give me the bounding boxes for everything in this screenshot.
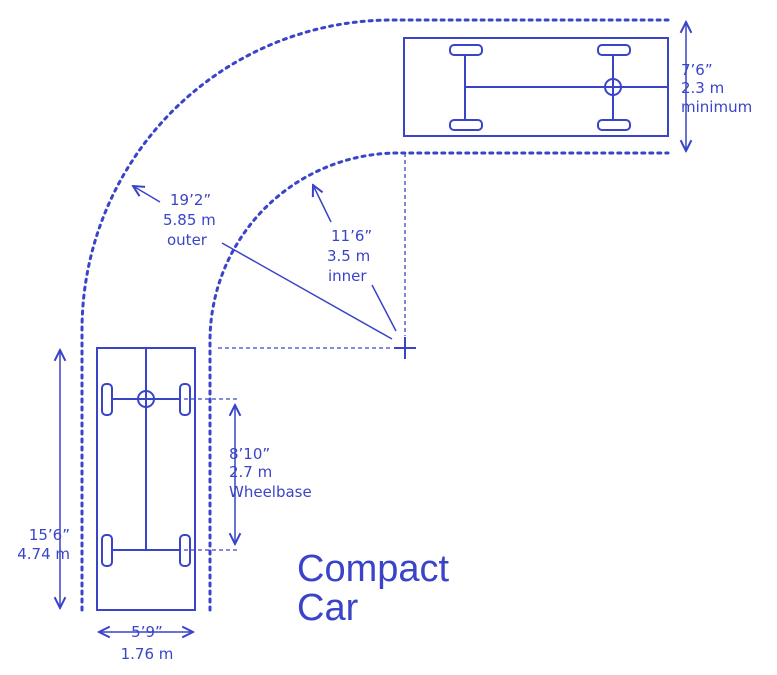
car-top — [403, 37, 669, 137]
wheelbase-metric: 2.7 m — [229, 463, 272, 481]
outer-radius-label: 19’2” 5.85 m outer — [163, 191, 216, 249]
turning-center-mark — [394, 337, 416, 359]
lane-width-metric: 2.3 m — [681, 79, 724, 97]
title-line-1: Compact — [297, 548, 449, 590]
lane-width-note: minimum — [681, 98, 752, 116]
width-imperial: 5’9” — [131, 623, 163, 641]
inner-radius-arrow — [313, 185, 332, 223]
inner-turn-path — [208, 151, 670, 612]
inner-radius-note: inner — [328, 267, 367, 285]
lane-width-label: 7’6” 2.3 m minimum — [681, 61, 752, 116]
inner-radius-line — [371, 284, 397, 332]
outer-radius-metric: 5.85 m — [163, 211, 216, 229]
width-metric: 1.76 m — [121, 645, 174, 663]
length-metric: 4.74 m — [17, 545, 70, 563]
width-label: 5’9” 1.76 m — [121, 623, 174, 663]
outer-radius-note: outer — [167, 231, 208, 249]
car-bottom — [96, 347, 196, 611]
length-imperial: 15’6” — [29, 526, 70, 544]
inner-radius-metric: 3.5 m — [327, 247, 370, 265]
inner-radius-imperial: 11’6” — [331, 227, 372, 245]
lane-width-imperial: 7’6” — [681, 61, 713, 79]
wheelbase-imperial: 8’10” — [229, 445, 270, 463]
outer-turn-path — [80, 18, 670, 612]
outer-radius-imperial: 19’2” — [170, 191, 211, 209]
diagram-title: Compact Car — [297, 548, 449, 629]
length-label: 15’6” 4.74 m — [17, 526, 70, 563]
outer-radius-arrow — [133, 186, 161, 203]
inner-radius-label: 11’6” 3.5 m inner — [327, 227, 372, 285]
title-line-2: Car — [297, 587, 359, 629]
outer-radius-line — [221, 242, 393, 340]
wheelbase-label: 8’10” 2.7 m Wheelbase — [229, 445, 312, 501]
wheelbase-note: Wheelbase — [229, 483, 312, 501]
